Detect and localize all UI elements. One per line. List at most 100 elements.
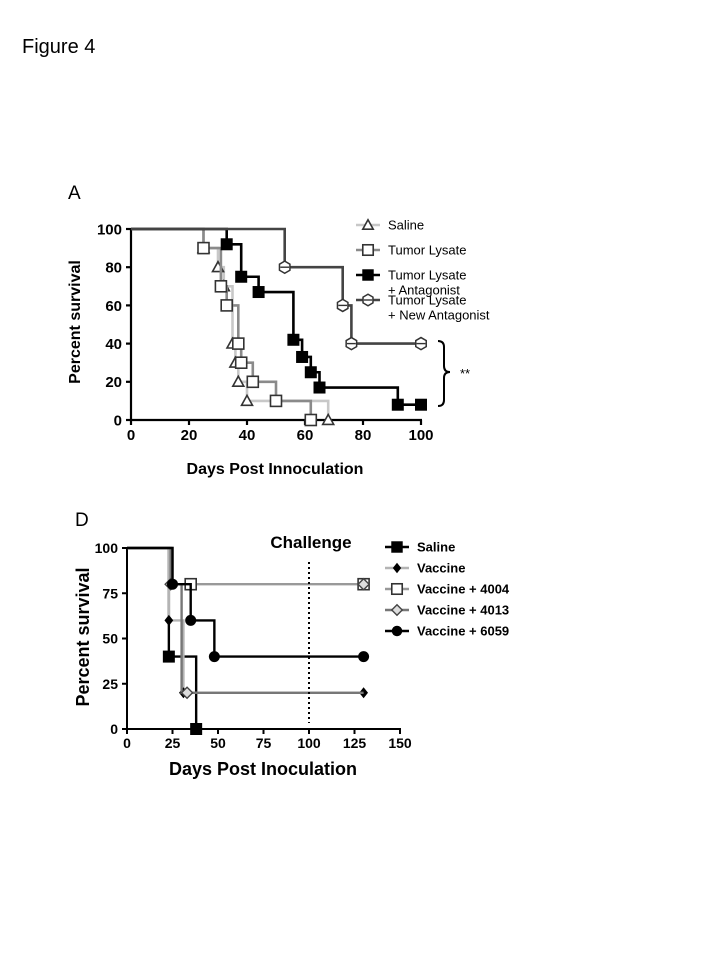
data-point xyxy=(197,241,210,255)
series-line xyxy=(127,546,198,729)
data-point xyxy=(180,686,194,700)
legend-label-line: + Antagonist xyxy=(388,283,460,298)
y-tick-label: 60 xyxy=(105,298,122,315)
data-point xyxy=(231,374,246,388)
x-tick-label: 20 xyxy=(181,427,198,444)
legend-marker xyxy=(391,541,403,553)
data-point xyxy=(235,270,248,283)
data-point xyxy=(304,366,317,379)
legend-label: Saline xyxy=(388,218,424,233)
data-point xyxy=(252,286,265,299)
significance-bracket xyxy=(437,340,451,407)
y-tick-label: 20 xyxy=(105,374,122,391)
data-point xyxy=(185,614,197,626)
data-point xyxy=(391,398,404,411)
data-point xyxy=(164,614,174,626)
x-tick-label: 25 xyxy=(165,735,181,751)
y-tick-label: 0 xyxy=(110,721,118,737)
x-tick-label: 125 xyxy=(343,735,367,751)
x-tick-label: 75 xyxy=(256,735,272,751)
y-tick-label: 40 xyxy=(105,336,122,353)
legend-label: Saline xyxy=(417,540,455,555)
series-line xyxy=(127,546,364,586)
legend-label: Tumor Lysate xyxy=(388,243,467,258)
x-axis-label: Days Post Inoculation xyxy=(169,759,357,779)
panel-label: D xyxy=(75,510,89,531)
significance-label: ** xyxy=(460,366,470,381)
data-point xyxy=(313,381,326,394)
series-line xyxy=(127,546,364,658)
x-tick-label: 40 xyxy=(239,427,256,444)
data-point xyxy=(304,413,318,427)
legend-label: Tumor Lysate+ Antagonist xyxy=(388,268,467,298)
series-line xyxy=(131,227,330,420)
panel-label: A xyxy=(68,183,81,204)
data-point xyxy=(415,398,427,411)
legend-label-line: Vaccine + 6059 xyxy=(417,624,509,639)
data-point xyxy=(358,651,370,663)
data-point xyxy=(220,238,233,251)
data-point xyxy=(269,394,283,408)
y-tick-label: 100 xyxy=(97,221,122,238)
series-line xyxy=(127,546,364,694)
y-tick-label: 100 xyxy=(95,540,119,556)
legend-marker xyxy=(362,269,374,281)
legend-label: Vaccine + 4004 xyxy=(417,582,510,597)
legend-label: Vaccine xyxy=(417,561,465,576)
legend-label: Tumor Lysate+ New Antagonist xyxy=(388,293,490,323)
legend-marker xyxy=(361,218,375,230)
y-axis-label: Percent survival xyxy=(73,567,93,706)
legend-marker xyxy=(390,582,404,596)
x-tick-label: 100 xyxy=(297,735,321,751)
legend-label: Vaccine + 6059 xyxy=(417,624,509,639)
data-point xyxy=(167,578,178,590)
data-point xyxy=(357,577,371,591)
x-tick-label: 0 xyxy=(123,735,131,751)
y-tick-label: 25 xyxy=(102,676,118,692)
legend-label: Vaccine + 4013 xyxy=(417,603,509,618)
legend-label-line: Tumor Lysate xyxy=(388,243,467,258)
y-tick-label: 0 xyxy=(114,412,122,429)
data-point xyxy=(287,333,300,346)
x-tick-label: 150 xyxy=(388,735,412,751)
legend-label-line: Tumor Lysate xyxy=(388,293,467,308)
data-point xyxy=(162,650,175,663)
legend-marker xyxy=(390,603,404,617)
legend-label-line: Vaccine + 4013 xyxy=(417,603,509,618)
legend-marker xyxy=(361,243,375,257)
y-axis-label: Percent survival xyxy=(67,260,84,384)
x-tick-label: 100 xyxy=(408,427,433,444)
legend-label-line: Vaccine + 4004 xyxy=(417,582,510,597)
legend-marker xyxy=(391,625,403,637)
x-tick-label: 80 xyxy=(355,427,372,444)
legend-label-line: Vaccine xyxy=(417,561,465,576)
y-tick-label: 80 xyxy=(105,260,122,277)
y-tick-label: 75 xyxy=(102,585,118,601)
data-point xyxy=(232,337,245,350)
series-line xyxy=(131,227,421,407)
figure-title: Figure 4 xyxy=(22,36,96,58)
data-point xyxy=(220,299,233,312)
legend-marker xyxy=(392,562,402,574)
series-line xyxy=(131,227,421,345)
x-tick-label: 50 xyxy=(210,735,226,751)
y-tick-label: 50 xyxy=(102,631,118,647)
legend-label-line: Saline xyxy=(388,218,424,233)
legend-label-line: Saline xyxy=(417,540,455,555)
x-axis-label: Days Post Innoculation xyxy=(187,461,364,478)
data-point xyxy=(208,651,220,663)
series-line xyxy=(127,546,364,694)
data-point xyxy=(296,350,309,363)
data-point xyxy=(240,393,254,407)
legend-label-line: + New Antagonist xyxy=(388,308,490,323)
data-point xyxy=(234,356,248,370)
data-point xyxy=(246,375,260,389)
legend-label-line: Tumor Lysate xyxy=(388,268,467,283)
x-tick-label: 60 xyxy=(297,427,314,444)
data-point xyxy=(214,279,228,293)
x-tick-label: 0 xyxy=(127,427,135,444)
challenge-label: Challenge xyxy=(270,533,351,552)
data-point xyxy=(321,412,336,426)
data-point xyxy=(190,723,203,735)
